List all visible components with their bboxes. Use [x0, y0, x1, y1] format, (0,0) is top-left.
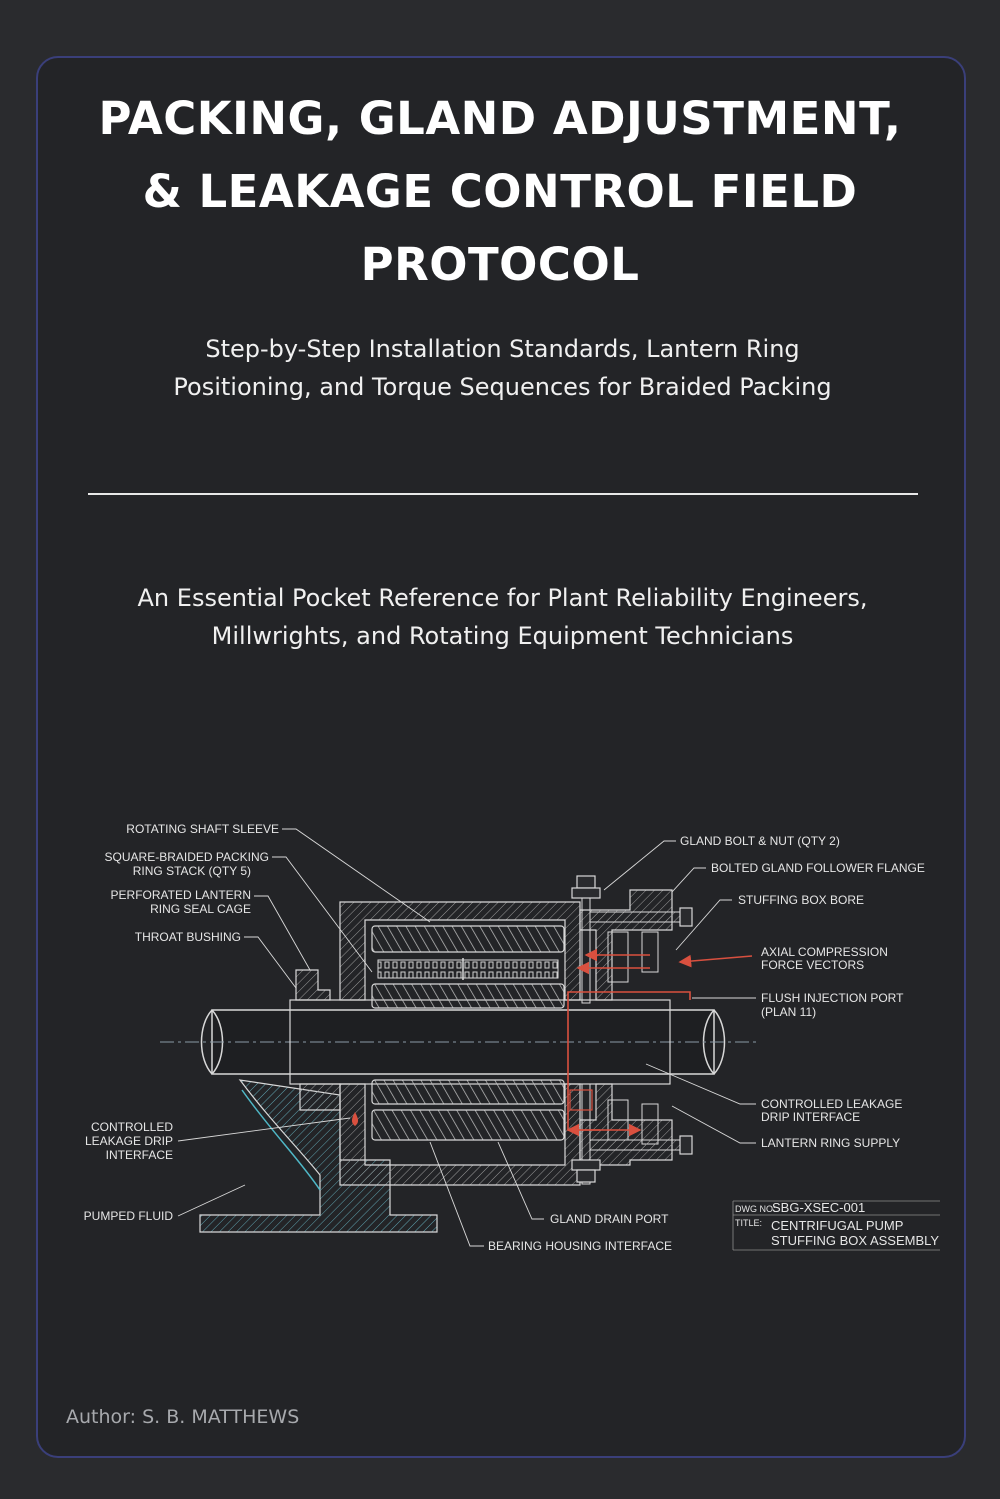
label-throat-bushing: THROAT BUSHING	[135, 930, 241, 944]
shaft	[160, 999, 760, 1085]
label-stuffing-box-bore: STUFFING BOX BORE	[738, 893, 864, 907]
title-block-dwg-number: SBG-XSEC-001	[772, 1200, 865, 1215]
title-line: PROTOCOL	[360, 238, 640, 291]
title-block-title: STUFFING BOX ASSEMBLY	[771, 1233, 939, 1248]
packing-ring	[371, 925, 565, 953]
book-title: PACKING, GLAND ADJUSTMENT, & LEAKAGE CON…	[60, 82, 940, 301]
label-lantern-supply: LANTERN RING SUPPLY	[761, 1136, 900, 1150]
title-line: & LEAKAGE CONTROL FIELD	[142, 165, 858, 218]
label-pumped-fluid: PUMPED FLUID	[84, 1209, 174, 1223]
leak-drop-icon	[351, 1112, 359, 1126]
lantern-ring	[377, 958, 559, 980]
author-credit: Author: S. B. MATTHEWS	[66, 1406, 300, 1428]
label-gland-bolt: GLAND BOLT & NUT (QTY 2)	[680, 834, 840, 848]
audience-text: An Essential Pocket Reference for Plant …	[80, 579, 925, 655]
stuffing-box-housing	[295, 901, 581, 1186]
subtitle-line: Positioning, and Torque Sequences for Br…	[173, 373, 832, 401]
throat-bushing	[295, 969, 331, 1001]
pump-casing	[199, 1079, 438, 1233]
fluid-flow-line	[241, 1089, 321, 1191]
packing-ring	[371, 1109, 565, 1141]
gland-bolt	[571, 875, 693, 1185]
label-leak-left: INTERFACE	[106, 1148, 173, 1162]
label-leak-right: CONTROLLED LEAKAGE	[761, 1097, 902, 1111]
label-leak-left: CONTROLLED	[91, 1120, 173, 1134]
label-bearing-housing: BEARING HOUSING INTERFACE	[488, 1239, 672, 1253]
label-lantern-ring: PERFORATED LANTERN	[111, 888, 251, 902]
packing-rings	[371, 925, 565, 1141]
label-leak-left: LEAKAGE DRIP	[85, 1134, 173, 1148]
audience-line: An Essential Pocket Reference for Plant …	[137, 584, 868, 612]
label-flush-port: (PLAN 11)	[761, 1005, 816, 1019]
label-flush-port: FLUSH INJECTION PORT	[761, 991, 904, 1005]
title-block-title: CENTRIFUGAL PUMP	[771, 1218, 903, 1233]
packing-ring	[371, 1079, 565, 1105]
label-lantern-ring: RING SEAL CAGE	[150, 902, 251, 916]
subtitle-line: Step-by-Step Installation Standards, Lan…	[205, 335, 800, 363]
label-axial-force: FORCE VECTORS	[761, 958, 864, 972]
title-block-title-label: TITLE:	[735, 1218, 762, 1228]
packing-ring	[371, 983, 565, 1009]
label-axial-force: AXIAL COMPRESSION	[761, 945, 888, 959]
title-block-dwg-label: DWG NO:	[735, 1204, 776, 1214]
drawing-title-block: DWG NO: SBG-XSEC-001 TITLE: CENTRIFUGAL …	[732, 1200, 940, 1251]
label-packing-stack: RING STACK (QTY 5)	[133, 864, 251, 878]
label-packing-stack: SQUARE-BRAIDED PACKING	[105, 850, 269, 864]
flush-flow-paths	[566, 948, 753, 1137]
title-line: PACKING, GLAND ADJUSTMENT,	[98, 92, 902, 145]
label-follower-flange: BOLTED GLAND FOLLOWER FLANGE	[711, 861, 925, 875]
label-gland-drain: GLAND DRAIN PORT	[550, 1212, 669, 1226]
leader-lines	[177, 828, 756, 1247]
label-leak-right: DRIP INTERFACE	[761, 1110, 860, 1124]
book-subtitle: Step-by-Step Installation Standards, Lan…	[80, 330, 925, 406]
label-shaft-sleeve: ROTATING SHAFT SLEEVE	[126, 822, 279, 836]
audience-line: Millwrights, and Rotating Equipment Tech…	[211, 622, 794, 650]
divider-rule	[88, 493, 918, 495]
cover-frame	[36, 56, 966, 1458]
